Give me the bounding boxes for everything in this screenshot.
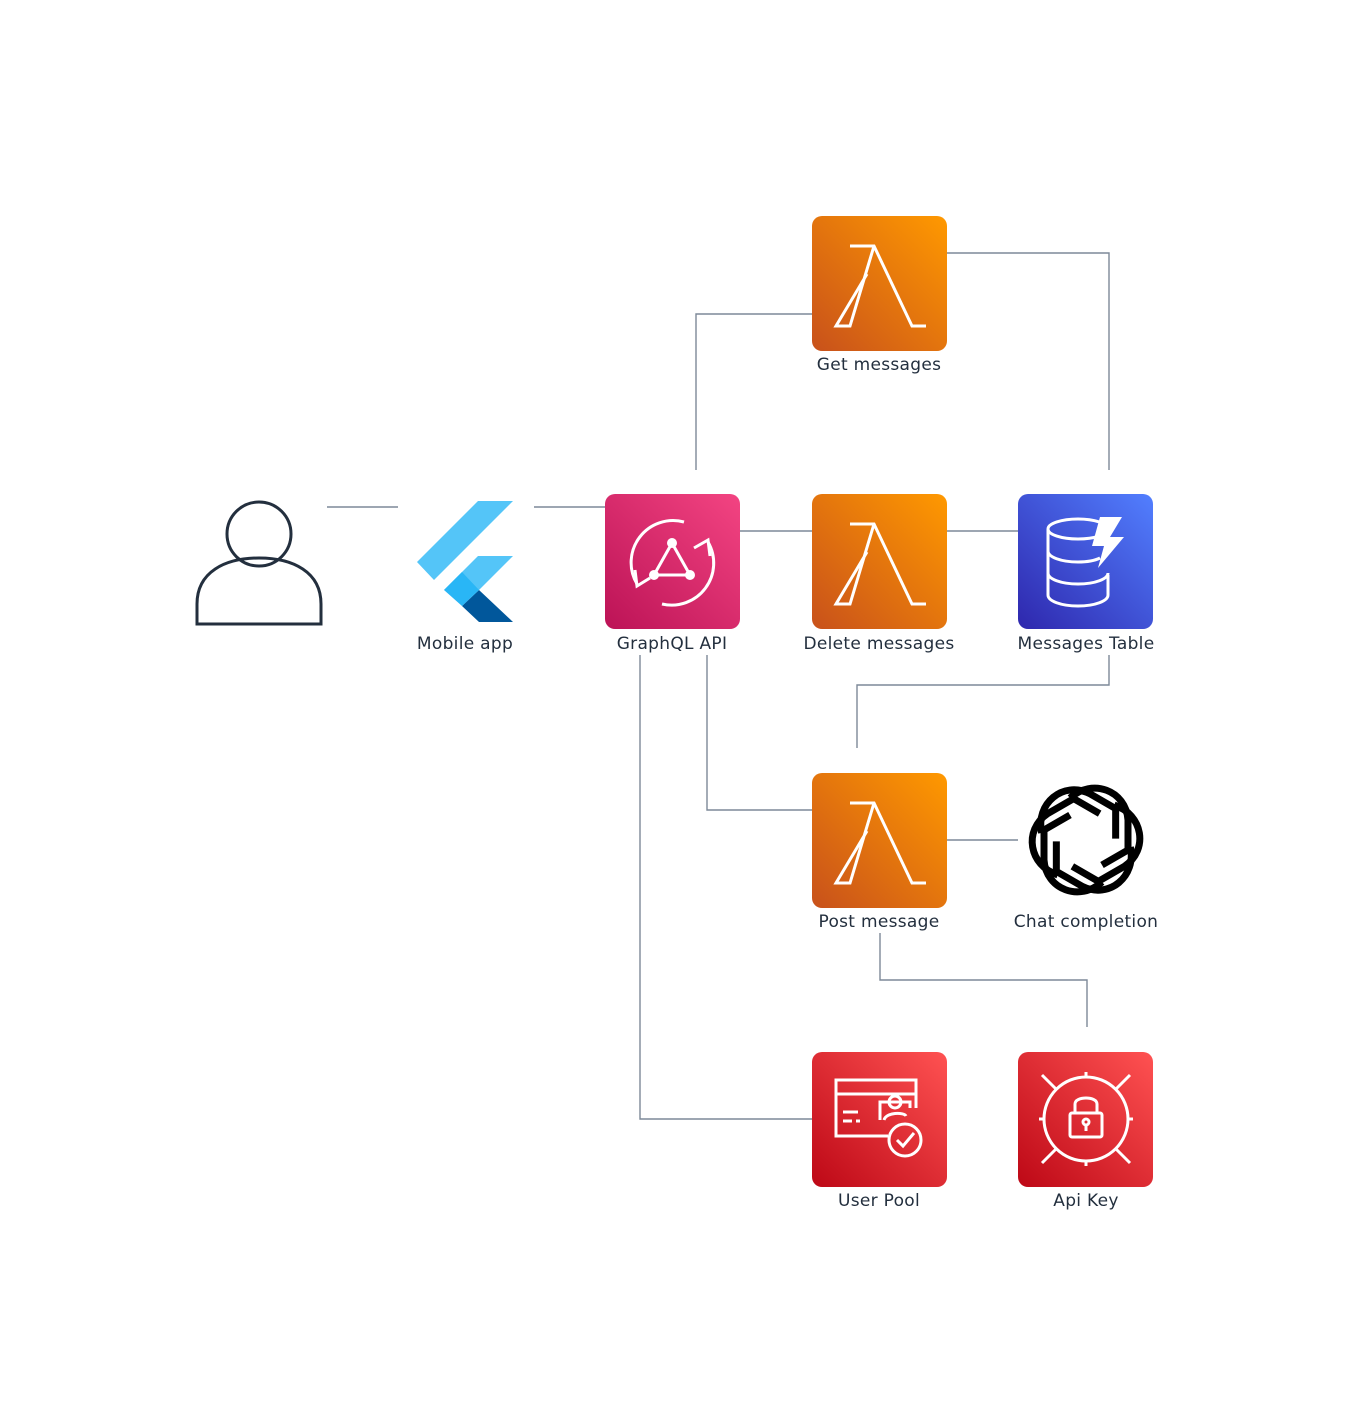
graphql-api-node[interactable]: GraphQL API [605,494,740,654]
mobile-app-label: Mobile app [417,634,513,654]
messages-table-node[interactable]: Messages Table [1018,494,1155,654]
edge-graphql-post-message [706,655,812,811]
post-message-node[interactable]: Post message [812,773,947,932]
edge-post-message-api-key [879,933,1088,1027]
connectors [327,252,1110,1120]
delete-messages-node[interactable]: Delete messages [803,494,954,654]
user-pool-label: User Pool [838,1191,920,1211]
api-key-label: Api Key [1053,1191,1118,1211]
api-key-node[interactable]: Api Key [1018,1052,1153,1211]
edge-table-post-message [856,655,1110,748]
chat-completion-node[interactable]: Chat completion [1014,778,1158,932]
get-messages-label: Get messages [817,355,942,375]
lambda-icon [812,216,947,351]
user-node[interactable] [195,500,323,626]
messages-table-label: Messages Table [1018,634,1155,654]
edge-graphql-user-pool [639,655,812,1120]
mobile-app-node[interactable]: Mobile app [417,501,513,654]
post-message-label: Post message [819,912,940,932]
secrets-manager-icon [1018,1052,1153,1187]
lambda-icon [812,773,947,908]
lambda-icon [812,494,947,629]
edge-graphql-get-messages [695,313,812,470]
user-icon [195,500,323,626]
user-pool-node[interactable]: User Pool [812,1052,947,1211]
appsync-icon [605,494,740,629]
graphql-api-label: GraphQL API [617,634,728,654]
cognito-icon [812,1052,947,1187]
get-messages-node[interactable]: Get messages [812,216,947,375]
flutter-icon [417,501,513,622]
chat-completion-label: Chat completion [1014,912,1158,932]
edge-get-messages-table [946,252,1110,470]
dynamodb-icon [1018,494,1153,629]
openai-icon [1028,784,1144,896]
delete-messages-label: Delete messages [803,634,954,654]
